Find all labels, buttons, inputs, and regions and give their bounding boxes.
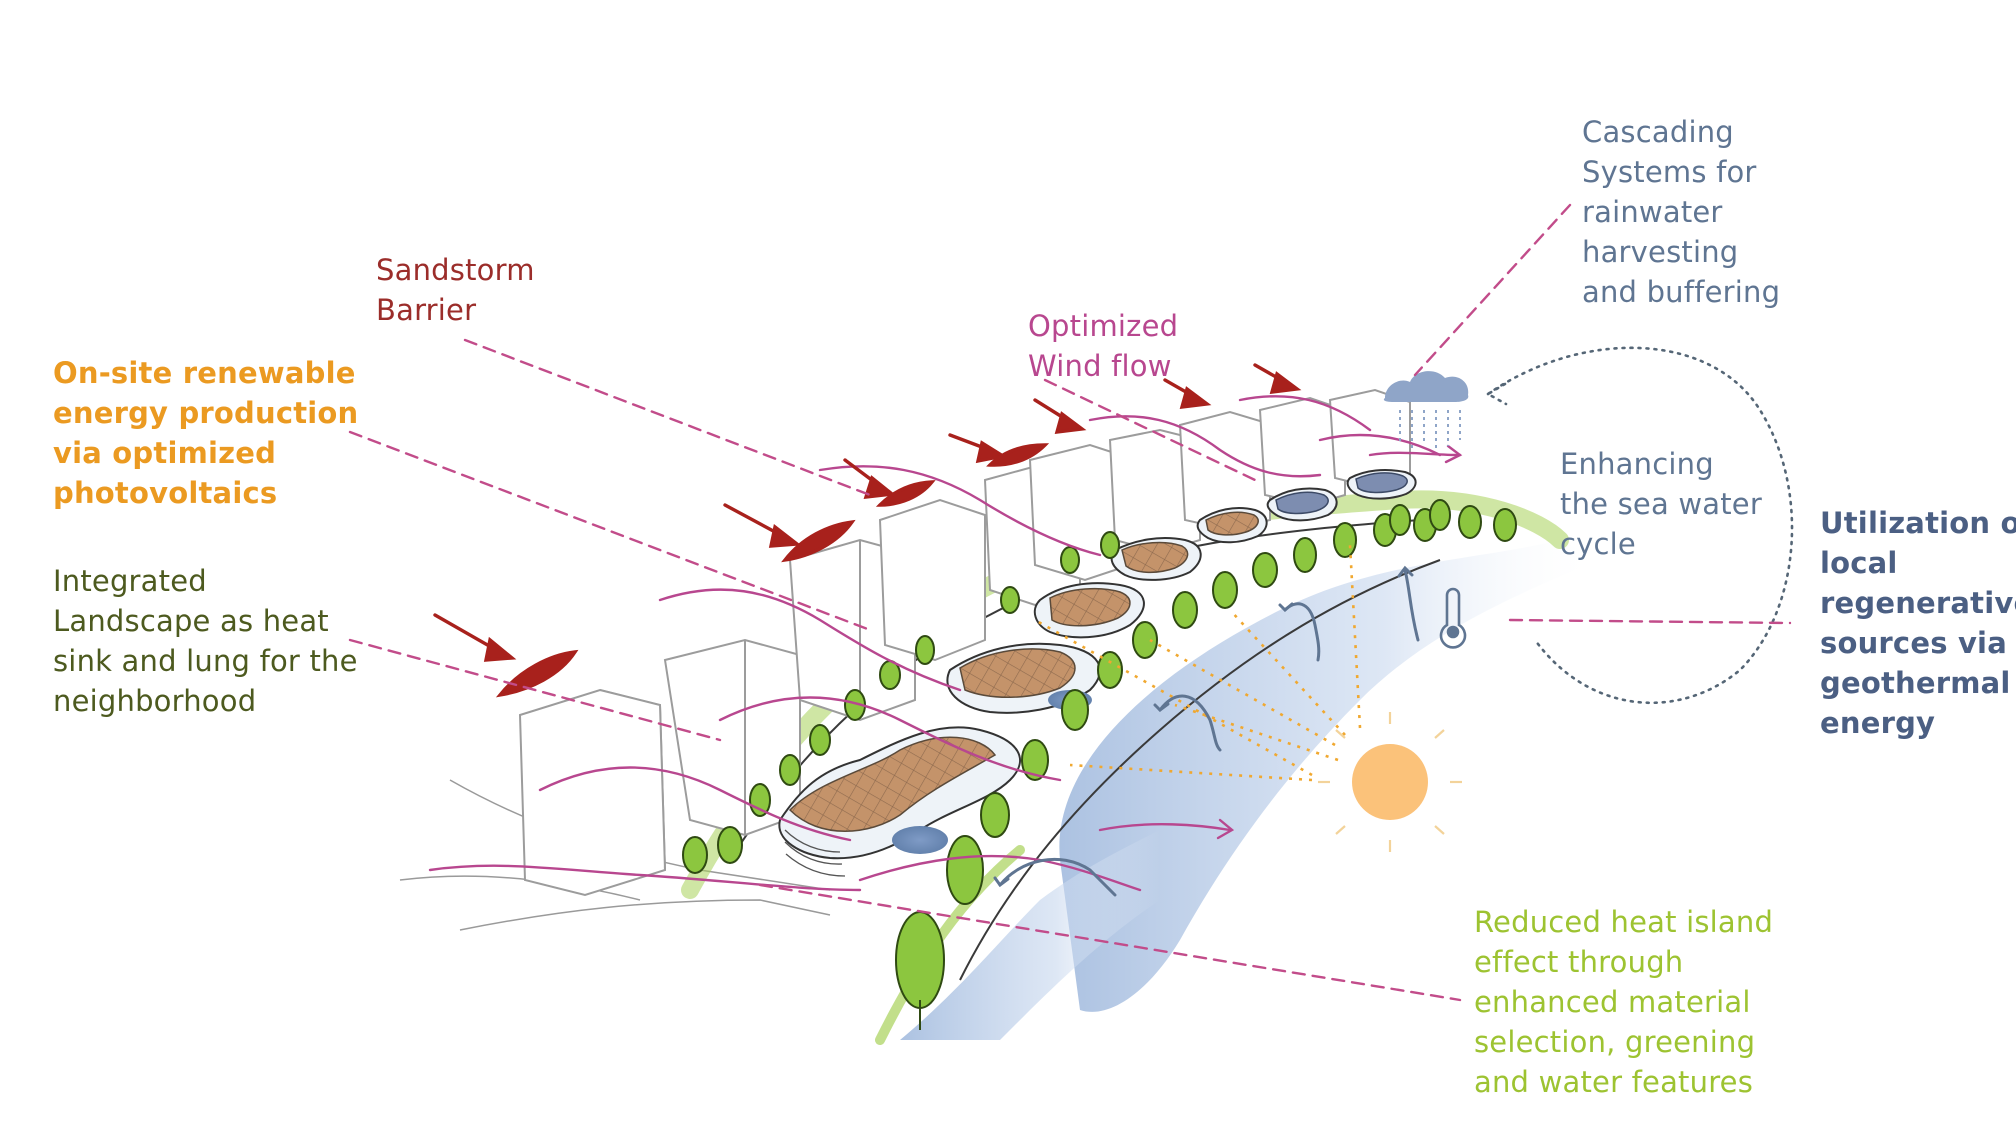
leader-renewable bbox=[348, 430, 872, 632]
sandstorm-arrow-4 bbox=[948, 433, 1050, 467]
label-cascading-systems: Cascading Systems for rainwater harvesti… bbox=[1582, 112, 1780, 312]
label-line: Reduced heat island bbox=[1474, 905, 1774, 939]
sandstorm-arrow-6 bbox=[1163, 378, 1212, 409]
trees bbox=[682, 499, 1517, 1030]
pv-building-3 bbox=[1033, 582, 1145, 639]
label-line: Cascading bbox=[1582, 115, 1734, 149]
label-line: Enhancing bbox=[1560, 447, 1714, 481]
label-line: neighborhood bbox=[53, 684, 257, 718]
leader-sandstorm bbox=[463, 338, 872, 497]
label-onsite-renewable: On-site renewable energy production via … bbox=[53, 353, 358, 513]
sun-rays-to-site bbox=[1034, 544, 1362, 782]
leader-lines bbox=[348, 203, 1792, 1002]
wind-arrowheads bbox=[1216, 444, 1463, 840]
sun-circle bbox=[1352, 744, 1428, 820]
sandstorm-arrow-2 bbox=[723, 503, 856, 563]
label-heat-island: Reduced heat island effect through enhan… bbox=[1474, 902, 1773, 1102]
pv-building-7 bbox=[1346, 469, 1417, 500]
pv-building-4 bbox=[1110, 537, 1202, 581]
pv-building-5 bbox=[1196, 507, 1268, 544]
pv-buildings bbox=[778, 469, 1417, 877]
label-line: photovoltaics bbox=[53, 476, 278, 510]
geothermal-cycle-loop bbox=[1485, 346, 1794, 705]
label-line: sink and lung for the bbox=[53, 644, 358, 678]
label-line: selection, greening bbox=[1474, 1025, 1756, 1059]
label-line: effect through bbox=[1474, 945, 1684, 979]
thermometer-icon bbox=[1439, 587, 1467, 649]
label-line: and water features bbox=[1474, 1065, 1754, 1099]
sandstorm-arrows bbox=[433, 363, 1302, 698]
label-line: local bbox=[1820, 546, 1898, 580]
label-line: the sea water bbox=[1560, 487, 1762, 521]
label-line: Barrier bbox=[376, 293, 477, 327]
sandstorm-arrow-1 bbox=[433, 613, 579, 698]
label-line: Wind flow bbox=[1028, 349, 1172, 383]
label-line: Systems for bbox=[1582, 155, 1757, 189]
sandstorm-arrow-7 bbox=[1253, 363, 1302, 394]
label-sandstorm-barrier: Sandstorm Barrier bbox=[376, 250, 535, 330]
label-line: energy bbox=[1820, 706, 1936, 740]
label-line: harvesting bbox=[1582, 235, 1739, 269]
label-line: sources via bbox=[1820, 626, 2007, 660]
pv-building-6 bbox=[1266, 487, 1338, 522]
label-line: geothermal bbox=[1820, 666, 2011, 700]
barrier-buildings bbox=[518, 388, 1411, 897]
label-line: Integrated bbox=[53, 564, 207, 598]
leader-rain bbox=[1413, 203, 1572, 377]
wind-flow-lines bbox=[428, 395, 1462, 892]
label-optimized-wind-flow: Optimized Wind flow bbox=[1028, 306, 1178, 386]
label-line: via optimized bbox=[53, 436, 277, 470]
label-line: Sandstorm bbox=[376, 253, 535, 287]
sun bbox=[1034, 544, 1462, 852]
label-line: Landscape as heat bbox=[53, 604, 329, 638]
sea-water bbox=[900, 540, 1600, 1040]
cloud-rain-icon bbox=[1383, 371, 1469, 452]
label-line: and buffering bbox=[1582, 275, 1781, 309]
sandstorm-arrow-5 bbox=[1033, 398, 1087, 434]
water-cycle-arrows bbox=[993, 565, 1420, 897]
label-line: Utilization of bbox=[1820, 506, 2016, 540]
label-sea-water-cycle: Enhancing the sea water cycle bbox=[1560, 444, 1762, 564]
label-line: On-site renewable bbox=[53, 356, 356, 390]
label-line: regenerative bbox=[1820, 586, 2016, 620]
leader-heatisland bbox=[758, 883, 1462, 1002]
pv-building-2 bbox=[946, 642, 1101, 714]
label-line: cycle bbox=[1560, 527, 1636, 561]
label-geothermal: Utilization of local regenerative source… bbox=[1820, 503, 2016, 743]
leader-landscape bbox=[348, 638, 722, 742]
label-line: rainwater bbox=[1582, 195, 1723, 229]
label-line: energy production bbox=[53, 396, 359, 430]
sandstorm-arrow-3 bbox=[843, 458, 936, 507]
sun-halo-rays bbox=[1318, 712, 1462, 852]
label-line: enhanced material bbox=[1474, 985, 1751, 1019]
label-line: Optimized bbox=[1028, 309, 1179, 343]
leader-geothermal bbox=[1508, 618, 1792, 625]
label-integrated-landscape: Integrated Landscape as heat sink and lu… bbox=[53, 561, 358, 721]
pv-building-1 bbox=[778, 726, 1021, 877]
